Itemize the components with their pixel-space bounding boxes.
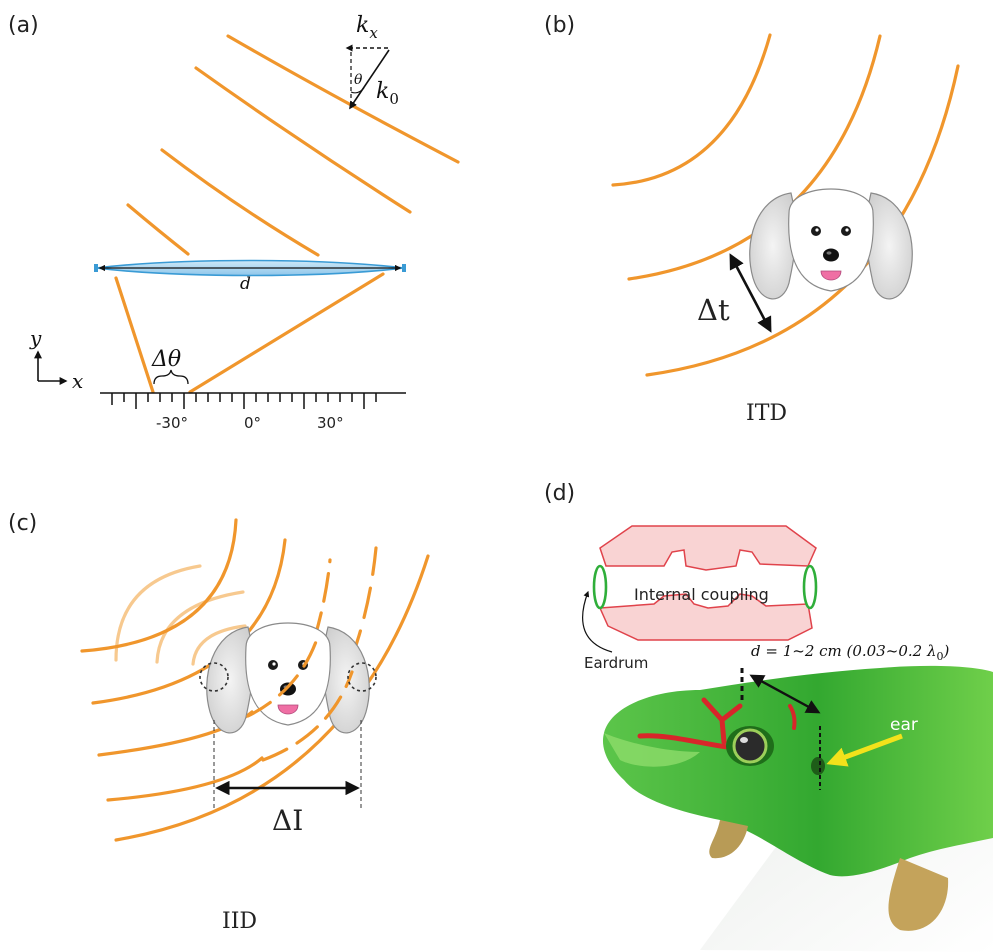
gecko-eye-highlight	[740, 737, 748, 743]
wavefront-a-4	[126, 203, 190, 256]
faint-wave-2	[155, 590, 245, 664]
delta-i-label: ΔI	[272, 804, 303, 837]
y-axis-label: y	[29, 326, 42, 350]
dog-head-c	[206, 622, 370, 734]
dog-head-b	[749, 188, 913, 300]
gecko-red-stripe	[637, 733, 738, 751]
theta-label: θ	[354, 72, 363, 88]
gecko-leg-front	[709, 820, 748, 859]
panel-d: (d) Internal coupling Eardrum d = 1~2 cm…	[544, 481, 993, 952]
wavefront-c-4	[106, 756, 264, 802]
x-axis-label: x	[72, 369, 83, 393]
k0-label: k0	[376, 79, 399, 108]
internal-coupling-label: Internal coupling	[634, 585, 769, 604]
gecko-red-mark	[701, 697, 743, 745]
ear-marker-right	[347, 662, 377, 692]
panel-b: (b) Δt ITD	[544, 13, 960, 426]
gecko-eye	[732, 728, 768, 764]
panel-b-label: (b)	[544, 13, 575, 38]
panel-a: (a) d kx θ k0 y x Δθ	[8, 13, 460, 432]
ray-right	[188, 272, 385, 394]
angle-scale	[100, 392, 406, 409]
wavefront-c-over-1	[246, 634, 320, 718]
wavefront-a-1	[226, 34, 460, 164]
delta-theta-brace	[153, 369, 189, 385]
coupling-lower-cavity	[598, 593, 813, 641]
wavefront-a-2	[194, 66, 412, 214]
distance-label: d = 1~2 cm (0.03~0.2 λ0)	[751, 642, 949, 663]
k0-arrow	[349, 49, 390, 110]
gecko-snout	[604, 733, 700, 767]
delta-t-arrow	[729, 253, 772, 333]
lens-edge-right	[402, 264, 406, 272]
theta-arc	[350, 87, 365, 94]
ear-marker-left	[199, 662, 229, 692]
distance-arrow	[749, 674, 821, 714]
ray-left	[114, 276, 155, 394]
panel-c: (c) ΔI IID	[8, 511, 430, 934]
lens-edge-left	[94, 264, 98, 272]
faint-wave-1	[114, 564, 202, 662]
gecko-leg-back	[888, 858, 949, 931]
eardrum-pointer	[582, 590, 613, 653]
delta-t-label: Δt	[697, 293, 730, 327]
eardrum-left	[592, 564, 608, 610]
coupling-upper-cavity	[599, 525, 817, 571]
panel-a-label: (a)	[8, 13, 39, 38]
gecko-ear-opening	[811, 757, 825, 775]
itd-caption: ITD	[746, 401, 787, 426]
tick-label-30: 30°	[317, 414, 344, 432]
wavefront-c-5	[114, 554, 430, 842]
panel-d-label: (d)	[544, 481, 575, 506]
delta-theta-label: Δθ	[151, 347, 181, 372]
gecko-body	[602, 665, 993, 877]
eardrum-right	[802, 564, 818, 610]
wavefront-a-3	[160, 148, 320, 257]
wavefront-c-over-2	[261, 670, 354, 762]
kx-label: kx	[356, 13, 378, 42]
iid-caption: IID	[222, 909, 257, 934]
wavefront-c-1	[80, 518, 238, 653]
faint-wave-3	[191, 624, 247, 666]
aperture-label: d	[240, 274, 251, 294]
ear-arrow	[826, 733, 903, 767]
eardrum-label: Eardrum	[584, 654, 648, 672]
tick-label-minus30: -30°	[156, 414, 188, 432]
panel-c-label: (c)	[8, 511, 37, 536]
wavefront-b-1	[611, 33, 772, 187]
ear-label: ear	[890, 715, 918, 735]
tick-label-0: 0°	[244, 414, 261, 432]
